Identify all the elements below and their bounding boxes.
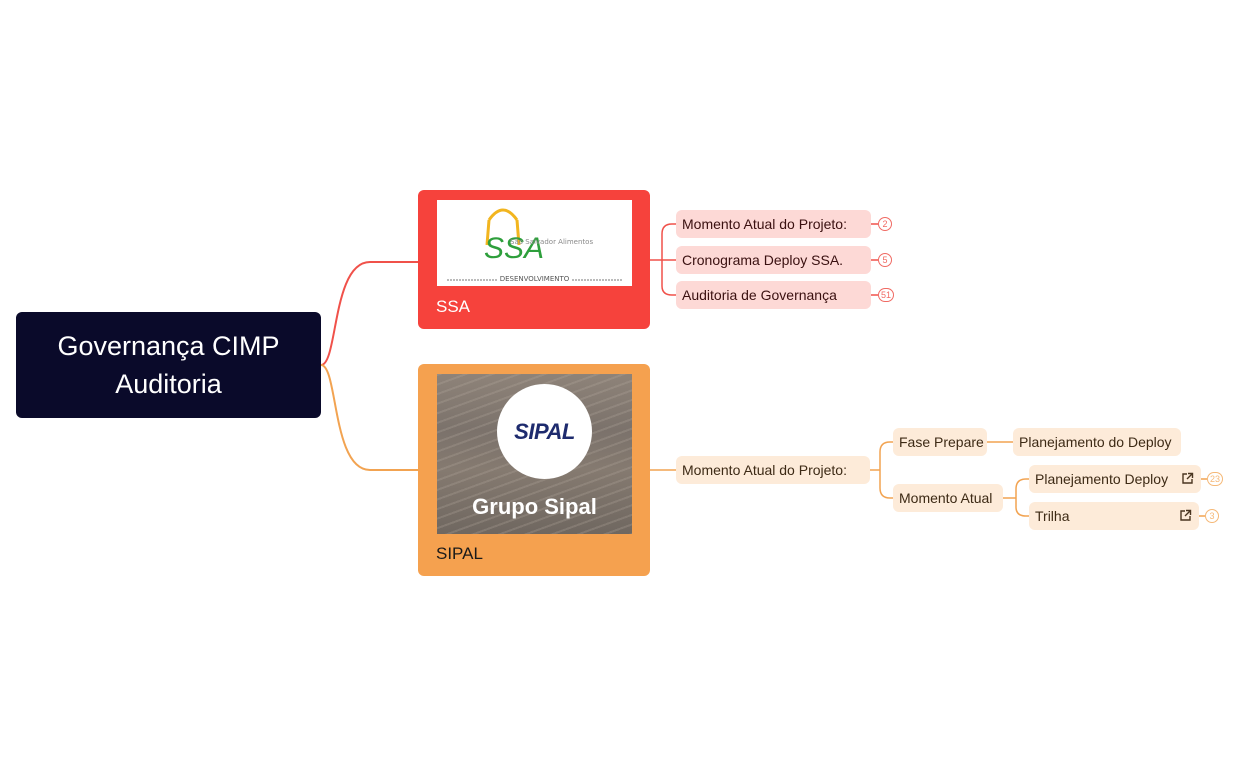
external-link-icon[interactable] — [1179, 509, 1192, 522]
sipal-node-trilha[interactable]: Trilha — [1029, 502, 1199, 530]
ssa-logo-mark: SSA — [484, 232, 544, 265]
sipal-node-fase-prepare[interactable]: Fase Prepare — [893, 428, 987, 456]
external-link-icon[interactable] — [1181, 472, 1194, 485]
sipal-node-label: Planejamento Deploy — [1035, 471, 1169, 487]
sipal-child-label: Momento Atual do Projeto: — [682, 462, 847, 478]
connector-root-ssa — [320, 261, 418, 366]
sipal-node-label: Trilha — [1035, 508, 1070, 524]
ssa-child-count-badge[interactable]: 5 — [878, 253, 892, 267]
ssa-child-cronograma[interactable]: Cronograma Deploy SSA. — [676, 246, 871, 274]
root-title-line1: Governança CIMP — [57, 331, 280, 361]
sipal-logo-circle: SIPAL — [497, 384, 592, 479]
connector-ssa-children — [650, 223, 676, 296]
connector-orange-badges — [1199, 478, 1207, 517]
sipal-node-label: Planejamento do Deploy — [1019, 434, 1172, 450]
sipal-node-count-badge[interactable]: 3 — [1205, 509, 1219, 523]
connector-ssa-badges — [871, 223, 878, 296]
branch-ssa[interactable]: SSA São Salvador Alimentos DESENVOLVIMEN… — [418, 190, 650, 329]
ssa-child-auditoria[interactable]: Auditoria de Governança — [676, 281, 871, 309]
branch-sipal[interactable]: SIPAL Grupo Sipal SIPAL — [418, 364, 650, 576]
ssa-logo-text: São Salvador Alimentos — [510, 238, 594, 246]
sipal-node-label: Momento Atual — [899, 490, 993, 506]
ssa-logo-footer: DESENVOLVIMENTO — [499, 275, 570, 283]
sipal-logo-image: SIPAL Grupo Sipal — [437, 374, 632, 534]
sipal-node-label: Fase Prepare — [899, 434, 984, 450]
sipal-node-momento-atual[interactable]: Momento Atual — [893, 484, 1003, 512]
ssa-logo-icon: SSA — [447, 208, 622, 281]
connector-sipal-grandchildren — [870, 441, 893, 499]
connector-root-sipal — [320, 364, 418, 471]
connector-momento-atual — [1003, 478, 1029, 517]
sipal-node-planejamento-deploy[interactable]: Planejamento Deploy — [1029, 465, 1201, 493]
sipal-node-count-badge[interactable]: 23 — [1207, 472, 1224, 486]
sipal-logo-word: SIPAL — [514, 418, 575, 444]
branch-sipal-label: SIPAL — [436, 544, 483, 563]
ssa-child-momento-atual[interactable]: Momento Atual do Projeto: — [676, 210, 871, 238]
sipal-image-caption: Grupo Sipal — [472, 494, 597, 519]
branch-ssa-label: SSA — [436, 297, 471, 316]
sipal-node-planejamento-do-deploy[interactable]: Planejamento do Deploy — [1013, 428, 1181, 456]
ssa-child-count-badge[interactable]: 51 — [878, 288, 895, 302]
root-title-line2: Auditoria — [115, 369, 222, 399]
ssa-child-label: Momento Atual do Projeto: — [682, 216, 847, 232]
ssa-child-label: Auditoria de Governança — [682, 287, 837, 303]
sipal-child-momento-atual[interactable]: Momento Atual do Projeto: — [676, 456, 870, 484]
ssa-child-label: Cronograma Deploy SSA. — [682, 252, 844, 268]
ssa-logo-image: SSA São Salvador Alimentos DESENVOLVIMEN… — [437, 200, 632, 286]
root-topic[interactable]: Governança CIMP Auditoria — [16, 312, 321, 418]
ssa-child-count-badge[interactable]: 2 — [878, 217, 892, 231]
